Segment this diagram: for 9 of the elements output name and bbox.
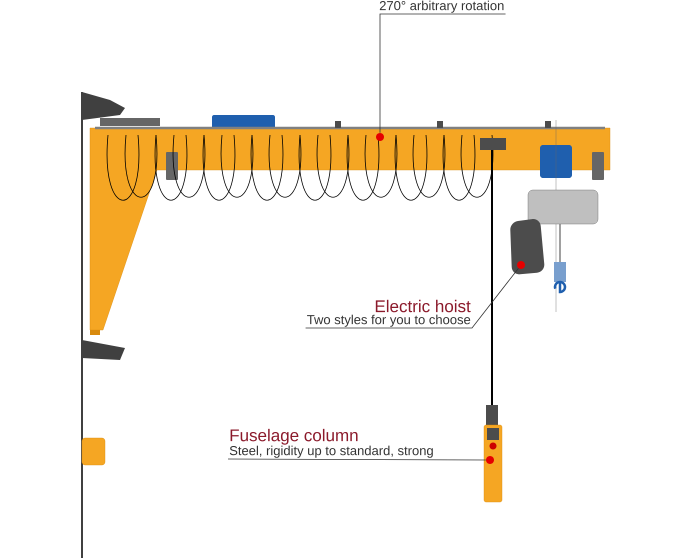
callout-text: Fuselage column Steel, rigidity up to standard, strong (230, 428, 433, 458)
leader-line (228, 458, 486, 460)
leader-line (380, 14, 506, 134)
callout-text: 270° arbitrary rotation (380, 0, 504, 13)
leader-line (305, 268, 519, 328)
callout-text: Electric hoist Two styles for you to choose (307, 300, 471, 327)
marker-dot (517, 261, 525, 269)
marker-dot (486, 456, 494, 464)
marker-dot (376, 133, 384, 141)
